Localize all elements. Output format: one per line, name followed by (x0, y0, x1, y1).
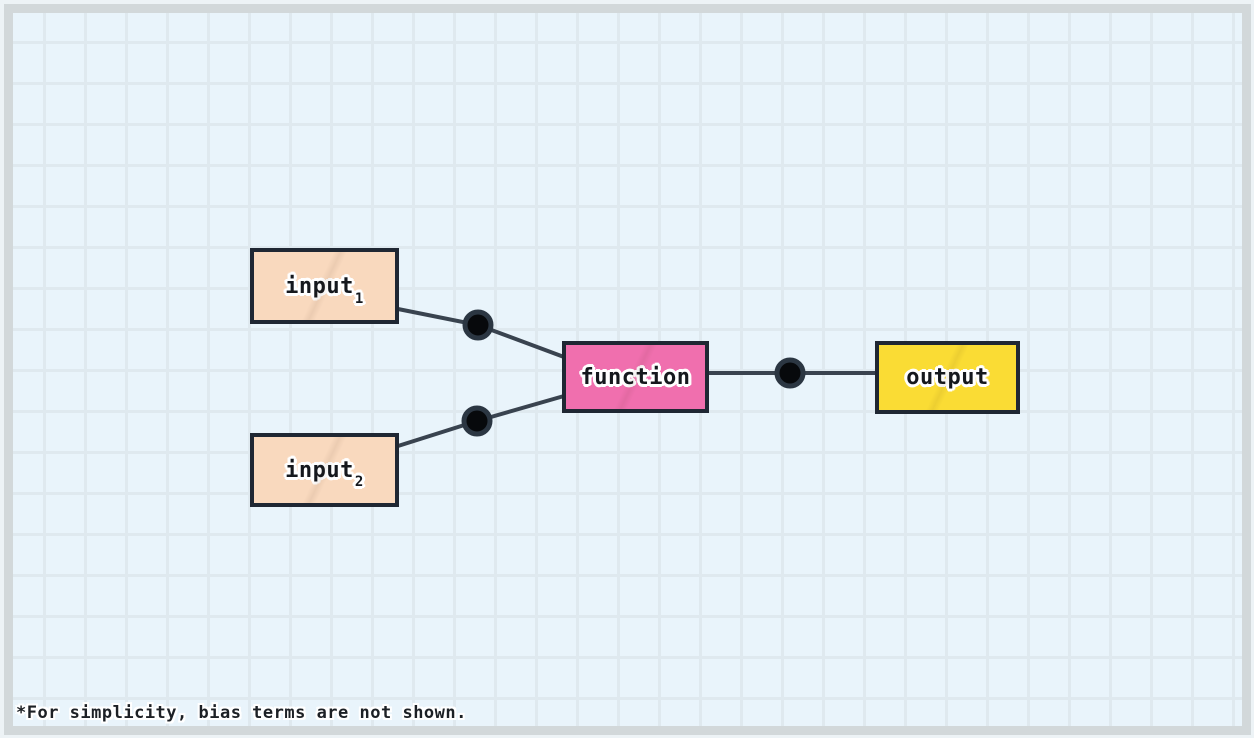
node-input2-label: input (285, 457, 354, 483)
node-function: function (562, 341, 709, 413)
node-output: output (875, 341, 1020, 414)
footnote-text: *For simplicity, bias terms are not show… (16, 703, 467, 723)
node-input1-label: input (285, 273, 354, 299)
node-output-label: output (906, 365, 989, 390)
node-input1-subscript: 1 (354, 291, 364, 307)
node-input2-subscript: 2 (354, 474, 364, 490)
node-function-label: function (580, 364, 691, 390)
